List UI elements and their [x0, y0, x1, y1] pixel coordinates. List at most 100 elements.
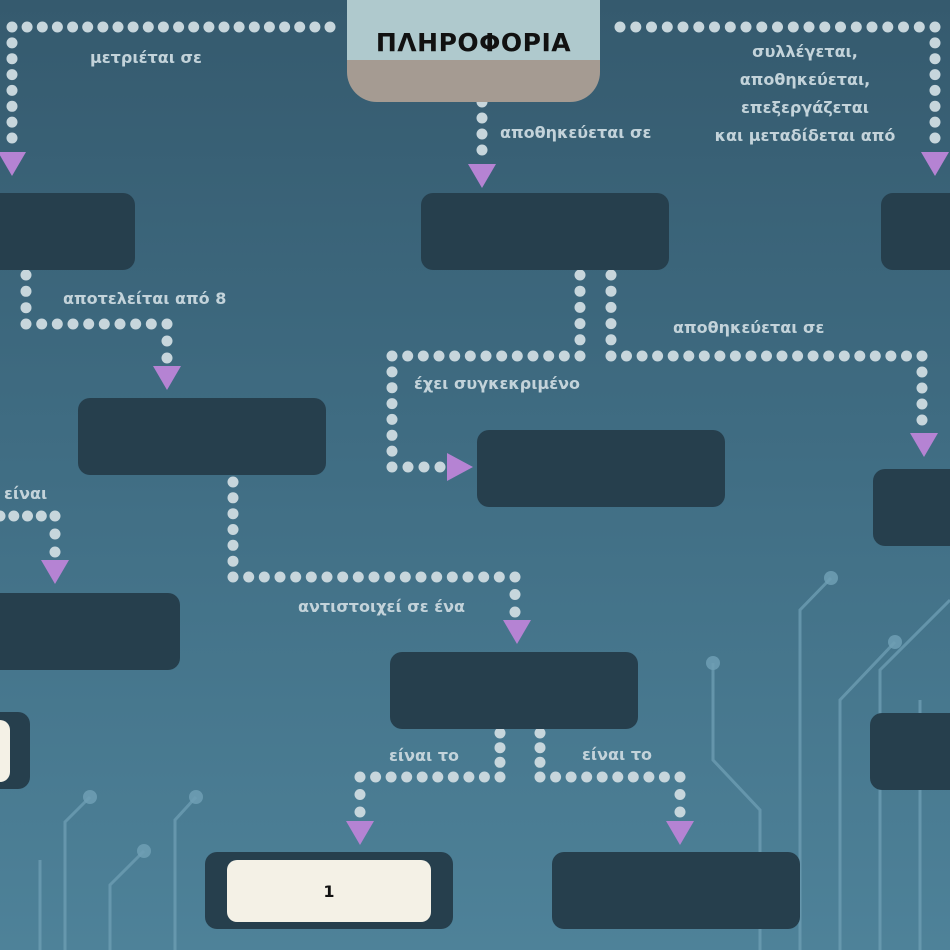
- connector-dot: [476, 144, 488, 156]
- connector-dot: [35, 510, 47, 522]
- connector-dot: [614, 21, 626, 33]
- connector-dot: [386, 461, 398, 473]
- connector-dot: [6, 37, 18, 49]
- connector-dot: [494, 727, 506, 739]
- connector-dot: [480, 350, 492, 362]
- connector-dot: [674, 789, 686, 800]
- connector-dot: [258, 571, 270, 583]
- connector-dot: [20, 285, 32, 297]
- connector-dot: [776, 350, 788, 362]
- connector-dot: [772, 21, 783, 33]
- connector-dot: [698, 350, 710, 362]
- connector-dot: [916, 398, 928, 410]
- connector-dot: [6, 53, 18, 65]
- connector-dot: [683, 350, 695, 362]
- connector-dot: [386, 398, 398, 410]
- connector-dot: [709, 21, 720, 33]
- arrowhead-icon: [468, 164, 496, 188]
- connector-dot: [305, 571, 317, 583]
- connector-dot: [130, 318, 142, 330]
- connector-dot: [674, 806, 686, 818]
- connector-dot: [449, 350, 461, 362]
- connector-dot: [145, 318, 157, 330]
- connector-dot: [233, 21, 245, 33]
- connector-dot: [227, 524, 239, 535]
- connector-dot: [36, 318, 48, 330]
- connector-dot: [869, 350, 881, 362]
- connector-dot: [6, 21, 18, 33]
- connector-dot: [463, 771, 475, 783]
- connector-dot: [51, 318, 63, 330]
- arrowhead-icon: [153, 366, 181, 390]
- connector-dot: [838, 350, 850, 362]
- edge-label-stored-in-right: αποθηκεύεται σε: [673, 318, 825, 337]
- connector-dot: [534, 756, 546, 768]
- connector-dot: [432, 771, 444, 783]
- connector-dot: [596, 771, 608, 783]
- connector-dot: [434, 461, 446, 473]
- connector-dot: [636, 350, 648, 362]
- connector-dot: [929, 132, 941, 144]
- connector-dot: [574, 301, 586, 313]
- connector-dot: [112, 21, 124, 33]
- edge-label-measured-in: μετριέται σε: [90, 48, 202, 67]
- connector-dot: [929, 37, 941, 49]
- connector-dot: [478, 771, 490, 783]
- connector-dot: [20, 269, 32, 281]
- connector-dot: [646, 21, 657, 33]
- connector-dot: [157, 21, 169, 33]
- connector-dot: [658, 771, 670, 783]
- connector-dot: [243, 571, 255, 583]
- connector-dot: [605, 334, 617, 346]
- connector-dot: [643, 771, 655, 783]
- connector-dot: [161, 318, 173, 330]
- connector-dot: [6, 132, 18, 144]
- edge-label-is: είναι: [4, 484, 48, 503]
- connector-dot: [83, 318, 95, 330]
- connector-dot: [835, 21, 846, 33]
- arrowhead-icon: [921, 152, 949, 176]
- connector-dot: [263, 21, 275, 33]
- dotted-connectors: [0, 21, 941, 818]
- connector-dot: [534, 727, 546, 739]
- connector-dot: [621, 350, 632, 362]
- connector-dot: [97, 21, 109, 33]
- connector-dot: [929, 116, 941, 128]
- connector-dot: [913, 21, 925, 33]
- concept-box-left-lower: [0, 593, 180, 670]
- connector-dot: [511, 350, 523, 362]
- connector-dot: [674, 771, 686, 783]
- connector-dot: [605, 301, 617, 313]
- connector-dot: [496, 350, 508, 362]
- connector-dot: [8, 510, 20, 522]
- connector-dot: [627, 771, 639, 783]
- connector-dot: [248, 21, 260, 33]
- connector-dot: [581, 771, 593, 783]
- connector-dot: [161, 352, 173, 364]
- concept-box-bottom-left: 1: [205, 852, 453, 929]
- connector-dot: [227, 508, 239, 520]
- connector-dot: [740, 21, 752, 33]
- connector-dot: [823, 350, 835, 362]
- edge-label-corresponds-to: αντιστοιχεί σε ένα: [298, 597, 465, 616]
- connector-dot: [693, 21, 705, 33]
- arrowhead-icon: [910, 433, 938, 457]
- concept-box-center: [421, 193, 669, 270]
- concept-box-right-middle: [873, 469, 950, 546]
- connector-dot: [807, 350, 819, 362]
- connector-dot: [605, 269, 617, 281]
- connector-dot: [384, 571, 396, 583]
- connector-dot: [850, 21, 862, 33]
- connector-dot: [714, 350, 726, 362]
- connector-dot: [431, 571, 443, 583]
- connector-dot: [386, 382, 398, 394]
- connector-dot: [929, 69, 941, 81]
- connector-dot: [476, 128, 488, 140]
- connector-dot: [354, 789, 366, 800]
- connector-dot: [493, 571, 505, 583]
- connector-dot: [901, 350, 912, 362]
- connector-dot: [756, 21, 768, 33]
- connector-dot: [898, 21, 909, 33]
- connector-dot: [173, 21, 185, 33]
- connector-dot: [527, 350, 539, 362]
